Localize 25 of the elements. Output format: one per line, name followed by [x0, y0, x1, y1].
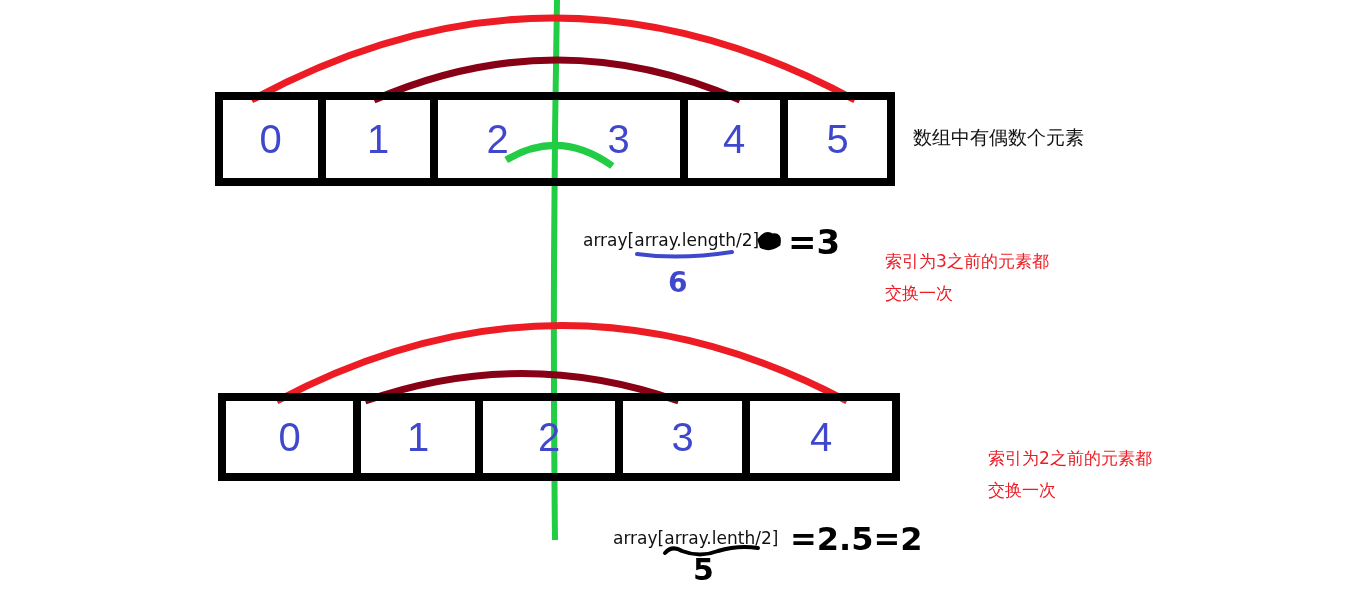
handwritten-number: 5 — [693, 552, 714, 587]
array-cell: 3 — [615, 401, 742, 473]
note-text: 索引为3之前的元素都交换一次 — [885, 250, 1050, 305]
array-cell: 1 — [353, 401, 475, 473]
array-cell: 0 — [226, 401, 353, 473]
arc-connector — [364, 370, 680, 405]
handwritten-number: 6 — [668, 266, 688, 299]
array-cell: 4 — [680, 100, 780, 178]
array-cell: 4 — [742, 401, 892, 473]
array-box — [215, 92, 895, 186]
array-cell: 2 — [430, 100, 557, 178]
note-text: 数组中有偶数个元素 — [913, 125, 1084, 150]
formula-text: array[array.length/2] — [583, 230, 760, 250]
arc-connector — [372, 56, 742, 104]
array-cell: 3 — [557, 100, 680, 178]
handwritten-result: =2.5=2 — [790, 520, 923, 558]
note-text: 索引为2之前的元素都交换一次 — [988, 447, 1153, 502]
array-cell: 0 — [223, 100, 318, 178]
array-box — [218, 393, 900, 481]
array-cell: 5 — [780, 100, 887, 178]
arc-connector — [275, 322, 849, 405]
arc-connector — [504, 142, 615, 169]
handwritten-result: =3 — [788, 222, 841, 262]
array-cell: 1 — [318, 100, 430, 178]
formula-text: array[array.lenth/2] — [613, 528, 779, 548]
